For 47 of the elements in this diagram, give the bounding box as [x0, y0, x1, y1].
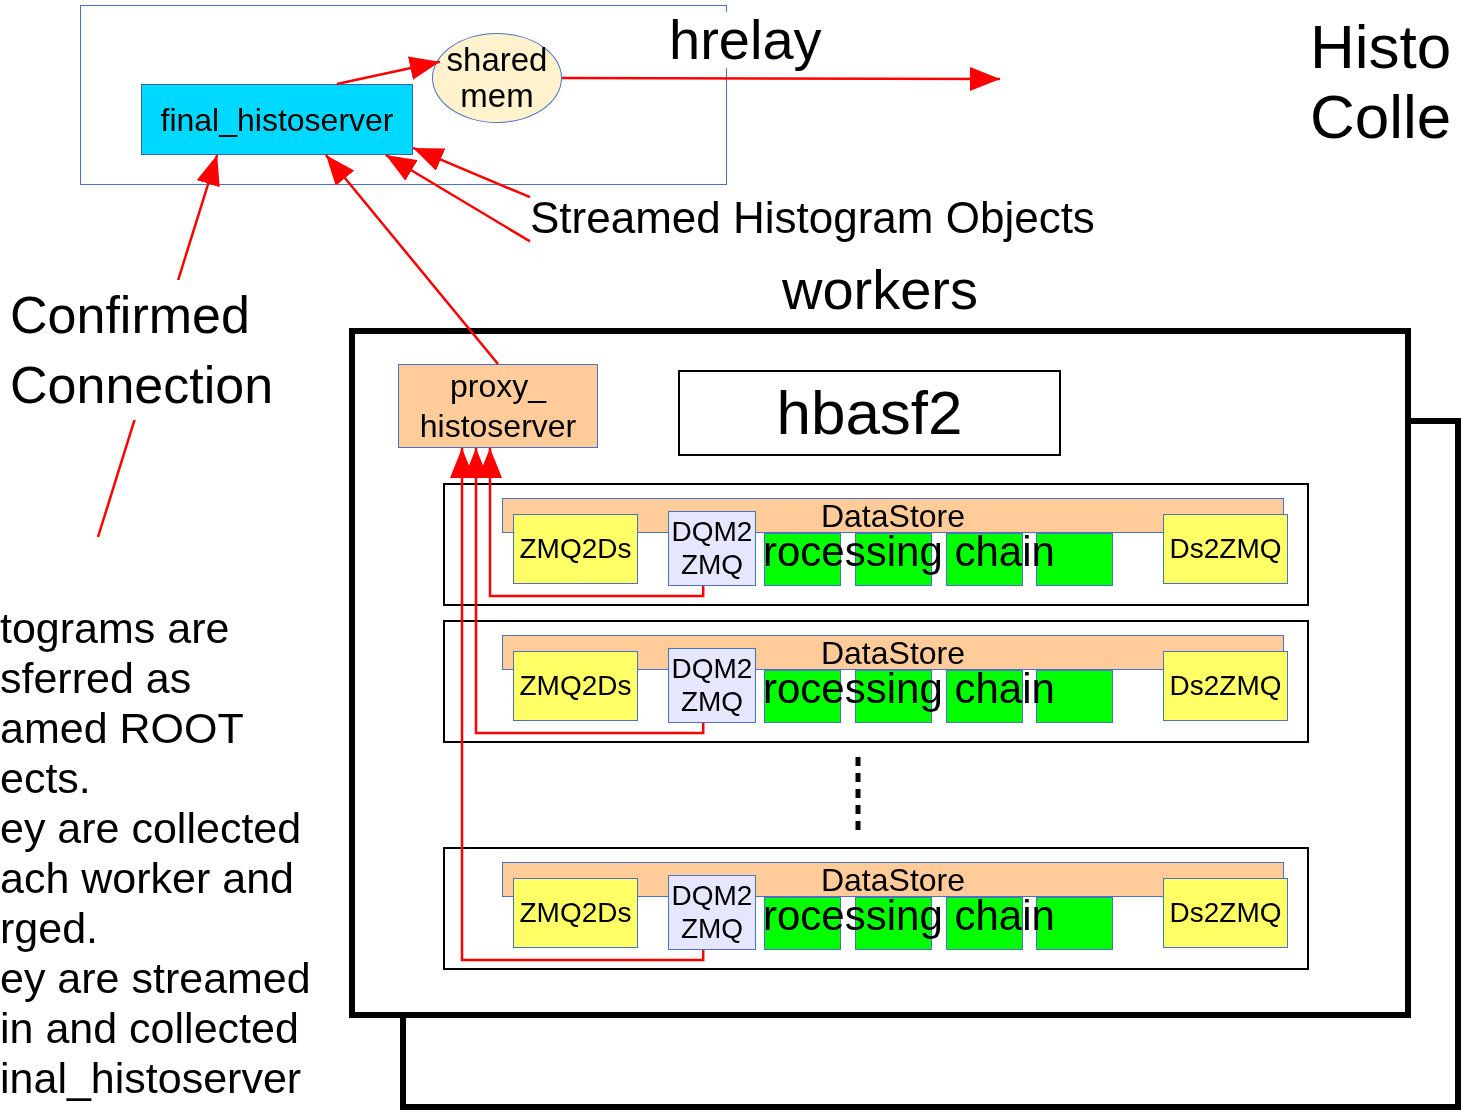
process-box: [1163, 514, 1288, 584]
process-box: [1163, 878, 1288, 948]
bar-label: DataStore: [820, 499, 966, 532]
process-row-box: [443, 847, 1309, 970]
process-box: [398, 364, 598, 448]
process-box: [513, 651, 638, 721]
process-box: [141, 84, 413, 155]
box-label: Ds2ZMQ: [1169, 672, 1282, 700]
description-line: inal_histoserver: [0, 1053, 303, 1103]
ellipse-label: shared mem: [445, 41, 549, 115]
bar-label: DataStore: [820, 636, 966, 669]
arrow: [325, 154, 499, 365]
arrow: [450, 448, 705, 962]
process-row-box: [443, 620, 1309, 743]
description-line: sferred as: [0, 653, 193, 703]
box-label: DQM2 ZMQ: [670, 653, 754, 718]
box-label: Ds2ZMQ: [1169, 535, 1282, 563]
box-label: hbasf2: [776, 382, 963, 444]
arrow: [412, 146, 531, 199]
arrow: [562, 66, 1000, 91]
description-line: ey are collected: [0, 803, 303, 853]
arrow: [385, 153, 531, 243]
title-text: Histo Colle: [1310, 12, 1453, 152]
arrow: [336, 56, 441, 86]
description-line: rged.: [0, 903, 99, 953]
box-label: ZMQ2Ds: [519, 672, 632, 700]
bar-label: DataStore: [820, 863, 966, 896]
description-line: ach worker and: [0, 853, 295, 903]
description-line: amed ROOT: [0, 703, 245, 753]
box-label: ZMQ2Ds: [519, 535, 632, 563]
description-line: tograms are: [0, 603, 231, 653]
box-label: DQM2 ZMQ: [670, 880, 754, 945]
description-line: ects.: [0, 753, 92, 803]
process-box: [513, 878, 638, 948]
frame-heading: workers: [781, 262, 979, 318]
process-box: [678, 370, 1061, 456]
process-box: [1163, 651, 1288, 721]
box-label: DQM2 ZMQ: [670, 516, 754, 581]
box-label: final_histoserver: [160, 103, 394, 136]
annotation-label: Streamed Histogram Objects: [530, 193, 1095, 242]
box-label: ZMQ2Ds: [519, 899, 632, 927]
box-label: Ds2ZMQ: [1169, 899, 1282, 927]
box-label: proxy_ histoserver: [418, 367, 578, 446]
description-line: in and collected: [0, 1003, 300, 1053]
process-box: [513, 514, 638, 584]
description-line: ey are streamed: [0, 953, 312, 1003]
process-row-box: [443, 483, 1309, 606]
